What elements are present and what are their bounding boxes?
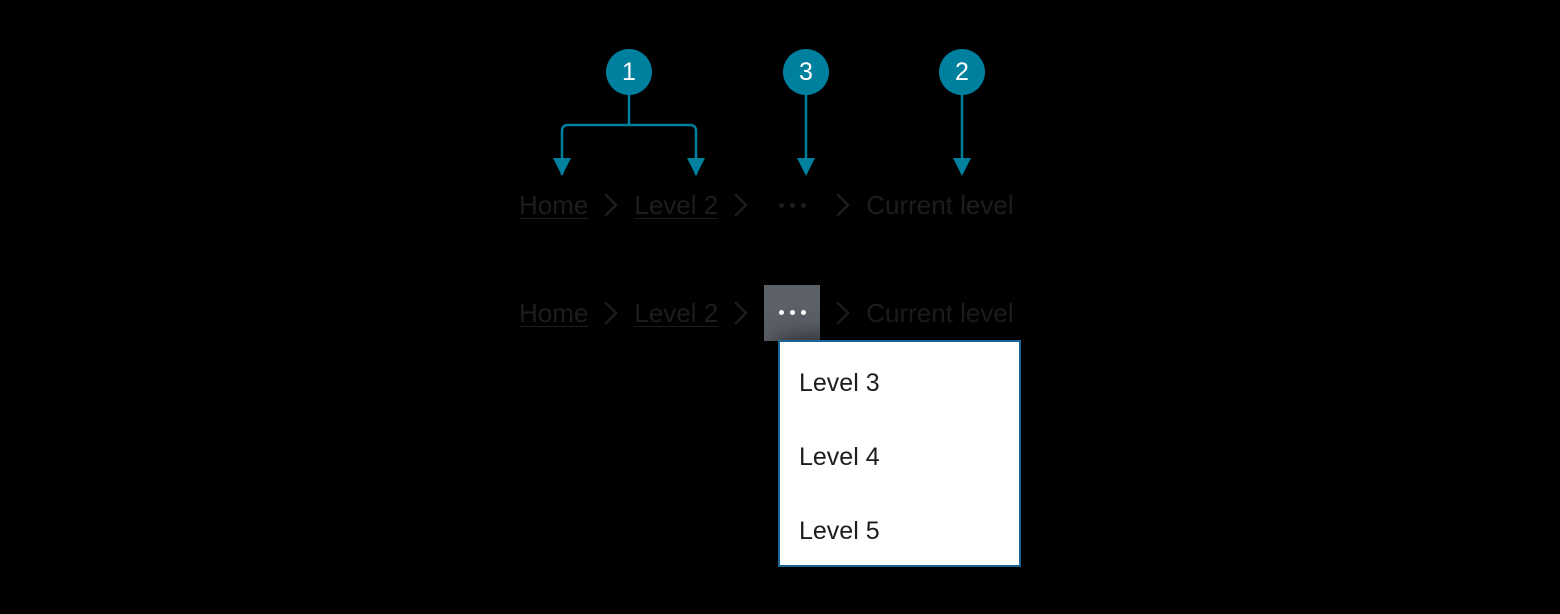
ellipsis-dot xyxy=(778,202,784,208)
connector-1 xyxy=(560,92,698,175)
ellipsis-icon[interactable] xyxy=(764,284,821,341)
ellipsis-dot xyxy=(778,310,784,315)
annotation-marker-2: 2 xyxy=(939,49,985,95)
annotation-marker-1: 1 xyxy=(606,49,652,95)
breadcrumb-item-current: Current level xyxy=(866,189,1014,220)
ellipsis-dot xyxy=(800,202,806,208)
chevron-right-icon xyxy=(820,190,866,220)
annotation-marker-3: 3 xyxy=(783,49,829,95)
arrowhead-1-left xyxy=(553,158,571,176)
breadcrumb-with-overflow-open: Home Level 2 Current level xyxy=(519,284,1014,341)
chevron-right-icon xyxy=(588,298,634,328)
chevron-right-icon xyxy=(718,190,764,220)
breadcrumb-item-home[interactable]: Home xyxy=(519,297,589,328)
breadcrumb-item-level-2[interactable]: Level 2 xyxy=(634,297,719,328)
annotation-marker-3-label: 3 xyxy=(799,57,813,86)
breadcrumb-item-current: Current level xyxy=(866,297,1014,328)
chevron-right-icon xyxy=(820,298,866,328)
annotation-marker-1-label: 1 xyxy=(622,57,636,86)
ellipsis-dot xyxy=(800,310,806,315)
breadcrumb-item-home[interactable]: Home xyxy=(519,189,589,220)
annotation-marker-2-label: 2 xyxy=(955,57,969,86)
ellipsis-icon[interactable] xyxy=(764,183,820,227)
ellipsis-dot xyxy=(789,310,795,315)
overflow-menu-item-level-4[interactable]: Level 4 xyxy=(799,443,880,471)
breadcrumb-item-level-2[interactable]: Level 2 xyxy=(634,189,719,220)
overflow-dropdown-menu: Level 3 Level 4 Level 5 xyxy=(778,340,1021,567)
overflow-menu-item-level-5[interactable]: Level 5 xyxy=(799,517,880,545)
arrowhead-2 xyxy=(953,158,971,176)
overflow-menu-item-level-3[interactable]: Level 3 xyxy=(799,369,880,397)
chevron-right-icon xyxy=(718,298,764,328)
ellipsis-dot xyxy=(789,202,795,208)
arrowhead-1-right xyxy=(687,158,705,176)
chevron-right-icon xyxy=(588,190,634,220)
breadcrumb: Home Level 2 Current level xyxy=(519,183,1014,227)
arrowhead-3 xyxy=(797,158,815,176)
